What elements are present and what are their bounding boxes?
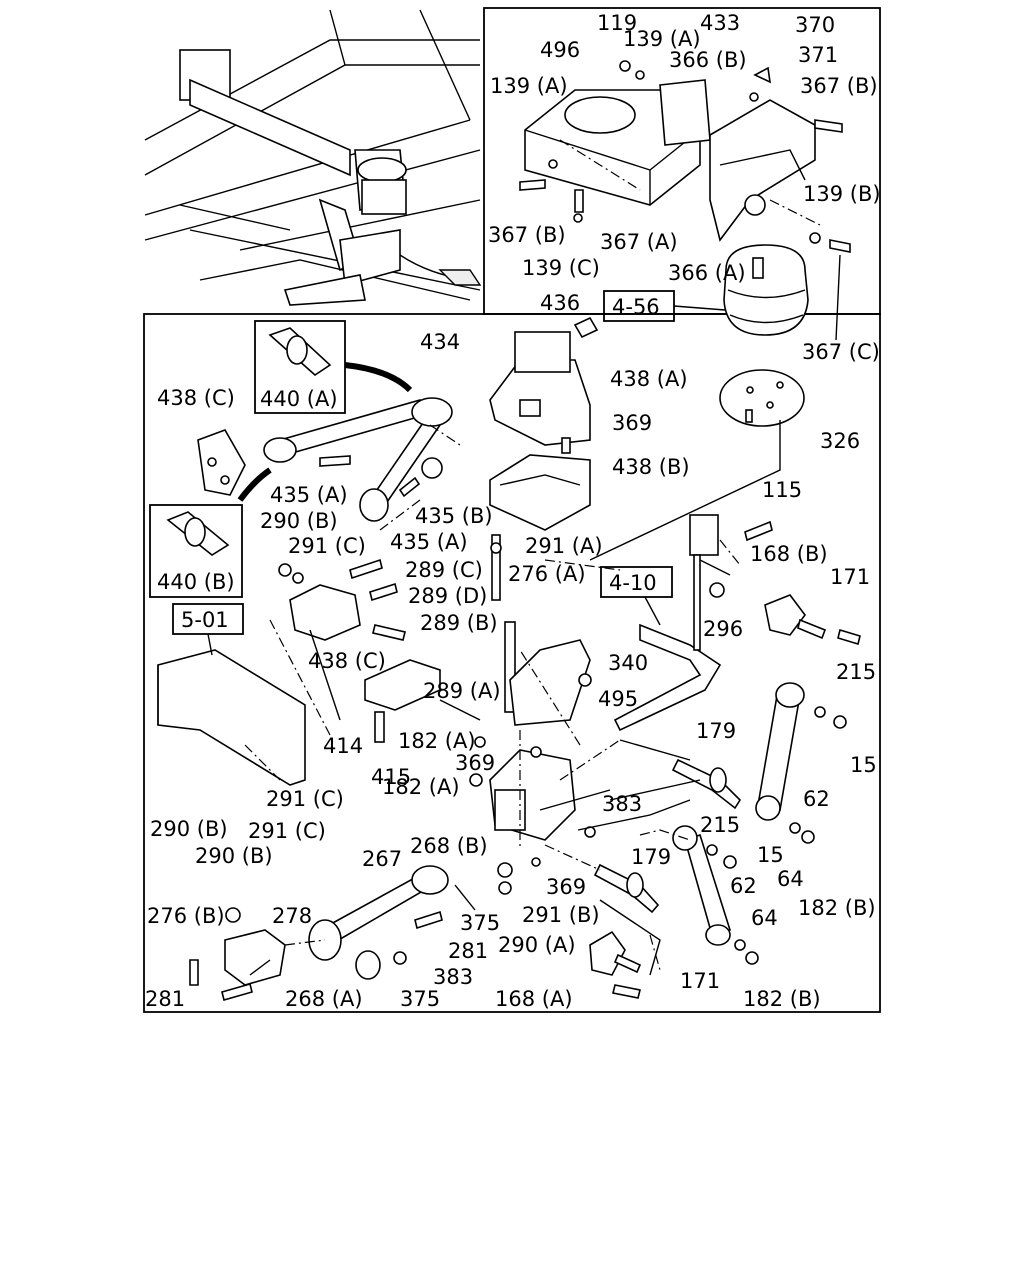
part-label: 340 <box>608 651 648 675</box>
part-label: 139 (A) <box>490 74 568 98</box>
part-label: 289 (B) <box>420 611 498 635</box>
callout-arrow-440b <box>237 467 272 502</box>
ref-box-4-10: 4-10 <box>600 566 673 598</box>
part-label: 438 (C) <box>308 649 386 673</box>
part-label: 415 <box>371 765 411 789</box>
part-label: 496 <box>540 38 580 62</box>
part-label: 168 (A) <box>495 987 573 1011</box>
part-label: 291 (C) <box>288 534 366 558</box>
part-label: 290 (B) <box>195 844 273 868</box>
part-label: 291 (A) <box>525 534 603 558</box>
part-label: 367 (B) <box>488 223 566 247</box>
part-label: 326 <box>820 429 860 453</box>
part-label: 440 (B) <box>157 570 235 594</box>
part-label: 268 (A) <box>285 987 363 1011</box>
part-label: 366 (B) <box>669 48 747 72</box>
part-label: 276 (B) <box>147 904 225 928</box>
part-label: 438 (B) <box>612 455 690 479</box>
part-label: 291 (C) <box>266 787 344 811</box>
part-label: 15 <box>757 843 784 867</box>
part-label: 414 <box>323 734 363 758</box>
part-label: 278 <box>272 904 312 928</box>
part-label: 367 (A) <box>600 230 678 254</box>
part-label: 433 <box>700 11 740 35</box>
part-label: 289 (D) <box>408 584 487 608</box>
part-label: 64 <box>777 867 804 891</box>
part-label: 15 <box>850 753 877 777</box>
inset-440b-frame <box>149 504 243 598</box>
part-label: 438 (C) <box>157 386 235 410</box>
part-label: 290 (B) <box>260 509 338 533</box>
part-label: 182 (B) <box>798 896 876 920</box>
suspension-components-drawing <box>157 316 861 1001</box>
main-frame <box>143 313 881 1013</box>
part-label: 435 (A) <box>390 530 468 554</box>
chassis-overview-drawing <box>144 9 482 306</box>
part-label: 367 (B) <box>800 74 878 98</box>
part-label: 370 <box>795 13 835 37</box>
part-label: 119 <box>597 11 637 35</box>
part-label: 171 <box>830 565 870 589</box>
part-label: 64 <box>751 906 778 930</box>
part-label: 115 <box>762 478 802 502</box>
part-label: 375 <box>400 987 440 1011</box>
part-label: 215 <box>700 813 740 837</box>
part-label: 375 <box>460 911 500 935</box>
part-label: 291 (C) <box>248 819 326 843</box>
ref-box-5-01: 5-01 <box>172 603 244 635</box>
bushing-440a-icon <box>268 327 332 377</box>
part-label: 369 <box>612 411 652 435</box>
part-label: 369 <box>546 875 586 899</box>
part-number-labels: 119 139 (A) 433 370 496 366 (B) 371 139 … <box>145 11 881 1011</box>
part-label: 434 <box>420 330 460 354</box>
part-label: 62 <box>730 874 757 898</box>
part-label: 291 (B) <box>522 903 600 927</box>
part-label: 215 <box>836 660 876 684</box>
part-label: 438 (A) <box>610 367 688 391</box>
part-label: 139 (C) <box>522 256 600 280</box>
leader-lines <box>244 420 781 976</box>
part-label: 179 <box>631 845 671 869</box>
part-label: 366 (A) <box>668 261 746 285</box>
part-label: 182 (A) <box>398 729 476 753</box>
part-label: 267 <box>362 847 402 871</box>
ref-box-4-56: 4-56 <box>603 290 675 322</box>
part-label: 435 (B) <box>415 504 493 528</box>
part-label: 62 <box>803 787 830 811</box>
part-label: 436 <box>540 291 580 315</box>
part-label: 371 <box>798 43 838 67</box>
ref-label-4-56: 4-56 <box>612 295 660 319</box>
part-label: 290 (A) <box>498 933 576 957</box>
part-label: 495 <box>598 687 638 711</box>
callout-arrow-440a <box>344 362 413 393</box>
part-label: 276 (A) <box>508 562 586 586</box>
part-label: 290 (B) <box>150 817 228 841</box>
part-label: 179 <box>696 719 736 743</box>
part-label: 139 (A) <box>623 27 701 51</box>
part-label: 435 (A) <box>270 483 348 507</box>
part-label: 281 <box>145 987 185 1011</box>
ref-label-5-01: 5-01 <box>181 608 229 632</box>
part-label: 296 <box>703 617 743 641</box>
part-label: 367 (C) <box>802 340 880 364</box>
part-label: 182 (A) <box>382 775 460 799</box>
part-label: 383 <box>433 965 473 989</box>
bracket-assembly-drawing <box>519 60 851 336</box>
part-label: 281 <box>448 939 488 963</box>
part-label: 182 (B) <box>743 987 821 1011</box>
part-label: 268 (B) <box>410 834 488 858</box>
part-label: 168 (B) <box>750 542 828 566</box>
part-label: 289 (C) <box>405 558 483 582</box>
bushing-440b-icon <box>166 511 230 556</box>
part-label: 139 (B) <box>803 182 881 206</box>
part-label: 440 (A) <box>260 387 338 411</box>
ref-label-4-10: 4-10 <box>609 571 657 595</box>
diagram-frames <box>143 7 881 1013</box>
part-label: 383 <box>602 792 642 816</box>
part-label: 171 <box>680 969 720 993</box>
part-label: 289 (A) <box>423 679 501 703</box>
part-label: 369 <box>455 751 495 775</box>
